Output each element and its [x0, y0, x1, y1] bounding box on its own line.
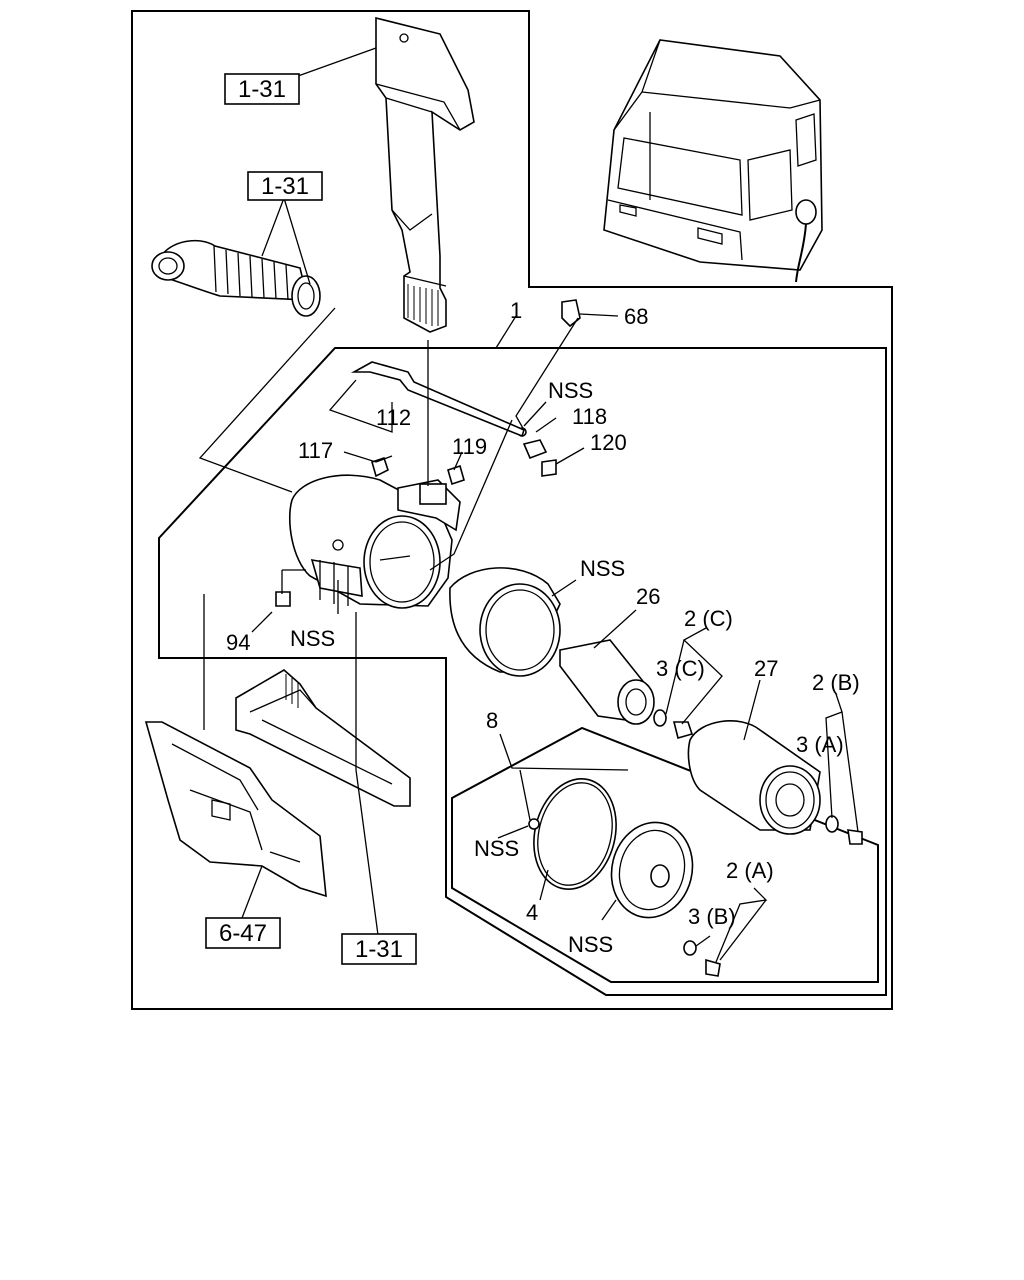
callout-120: 120: [590, 430, 627, 455]
ref-hose-text: 1-31: [261, 173, 309, 200]
callout-nss-body: NSS: [580, 556, 625, 581]
callout-119: 119: [452, 434, 487, 459]
ref-box-hose[interactable]: 1-31: [247, 171, 323, 201]
callout-3c: 3 (C): [656, 656, 705, 681]
ref-frame-text: 1-31: [355, 936, 403, 963]
intake-snorkel: [375, 16, 475, 333]
callout-1: 1: [510, 298, 522, 323]
inner-safety-element: [559, 639, 655, 725]
callout-nss-bottom: NSS: [290, 626, 335, 651]
callout-68: 68: [624, 304, 648, 329]
callout-2c: 2 (C): [684, 606, 733, 631]
hose-connector-line: [198, 307, 336, 493]
ref-box-frame[interactable]: 1-31: [341, 933, 417, 965]
truck-cab-illustration: [603, 39, 823, 283]
ref-bracket-text: 6-47: [219, 920, 267, 947]
callout-nss-gasket: NSS: [474, 836, 519, 861]
primary-filter-element: [687, 720, 821, 835]
frame-crossmember: [235, 669, 411, 807]
ref-box-snorkel[interactable]: 1-31: [224, 73, 300, 105]
callout-nss-cover: NSS: [568, 932, 613, 957]
ref-snorkel-text: 1-31: [238, 76, 286, 103]
outer-filter-cup: [449, 567, 561, 677]
callout-26: 26: [636, 584, 660, 609]
callout-3a: 3 (A): [796, 732, 844, 757]
end-cover: [610, 821, 694, 919]
outer-frame: [131, 10, 893, 1010]
callout-94: 94: [226, 630, 250, 655]
callout-4: 4: [526, 900, 538, 925]
callout-3b: 3 (B): [688, 904, 736, 929]
callout-2b: 2 (B): [812, 670, 860, 695]
callout-112: 112: [376, 405, 411, 430]
small-gasket: [528, 818, 540, 830]
callout-118: 118: [572, 404, 607, 429]
support-rod: [350, 361, 525, 438]
leader-lines: [203, 47, 859, 963]
callout-nss-top: NSS: [548, 378, 593, 403]
mounting-bracket: [144, 721, 327, 898]
corrugated-hose: [151, 239, 321, 317]
ref-box-bracket[interactable]: 6-47: [205, 917, 281, 949]
callout-2a: 2 (A): [726, 858, 774, 883]
wing-nuts-and-washers: [653, 709, 863, 977]
callout-117: 117: [298, 438, 333, 463]
air-cleaner-housing: [289, 474, 461, 609]
subassembly-boundary: [451, 726, 879, 983]
callout-27: 27: [754, 656, 778, 681]
callout-8: 8: [486, 708, 498, 733]
assembly-boundary: [158, 347, 887, 996]
gasket-inner: [537, 782, 613, 886]
